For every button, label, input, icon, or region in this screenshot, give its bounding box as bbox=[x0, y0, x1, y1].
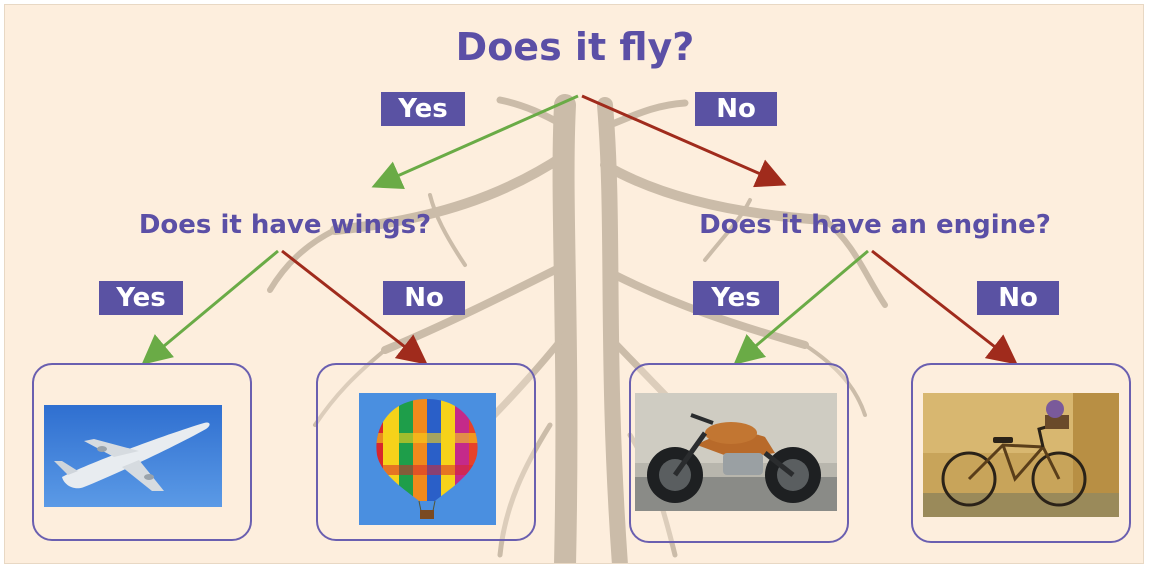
root-yes-label: Yes bbox=[381, 92, 465, 126]
hot-air-balloon-picture bbox=[359, 393, 496, 525]
wings-question: Does it have wings? bbox=[105, 210, 465, 240]
left-no-label: No bbox=[383, 281, 465, 315]
root-question: Does it fly? bbox=[375, 25, 775, 69]
leaf-card-balloon bbox=[316, 363, 536, 541]
engine-question: Does it have an engine? bbox=[665, 210, 1085, 240]
leaf-card-motorcycle bbox=[629, 363, 849, 543]
root-no-label: No bbox=[695, 92, 777, 126]
left-yes-label: Yes bbox=[99, 281, 183, 315]
leaf-card-airplane bbox=[32, 363, 252, 541]
motorcycle-picture bbox=[635, 393, 837, 511]
bicycle-picture bbox=[923, 393, 1119, 517]
decision-tree-diagram: Does it fly? Does it have wings? Does it… bbox=[4, 4, 1144, 564]
right-no-label: No bbox=[977, 281, 1059, 315]
right-yes-label: Yes bbox=[693, 281, 779, 315]
leaf-card-bicycle bbox=[911, 363, 1131, 543]
airplane-picture bbox=[44, 405, 222, 507]
